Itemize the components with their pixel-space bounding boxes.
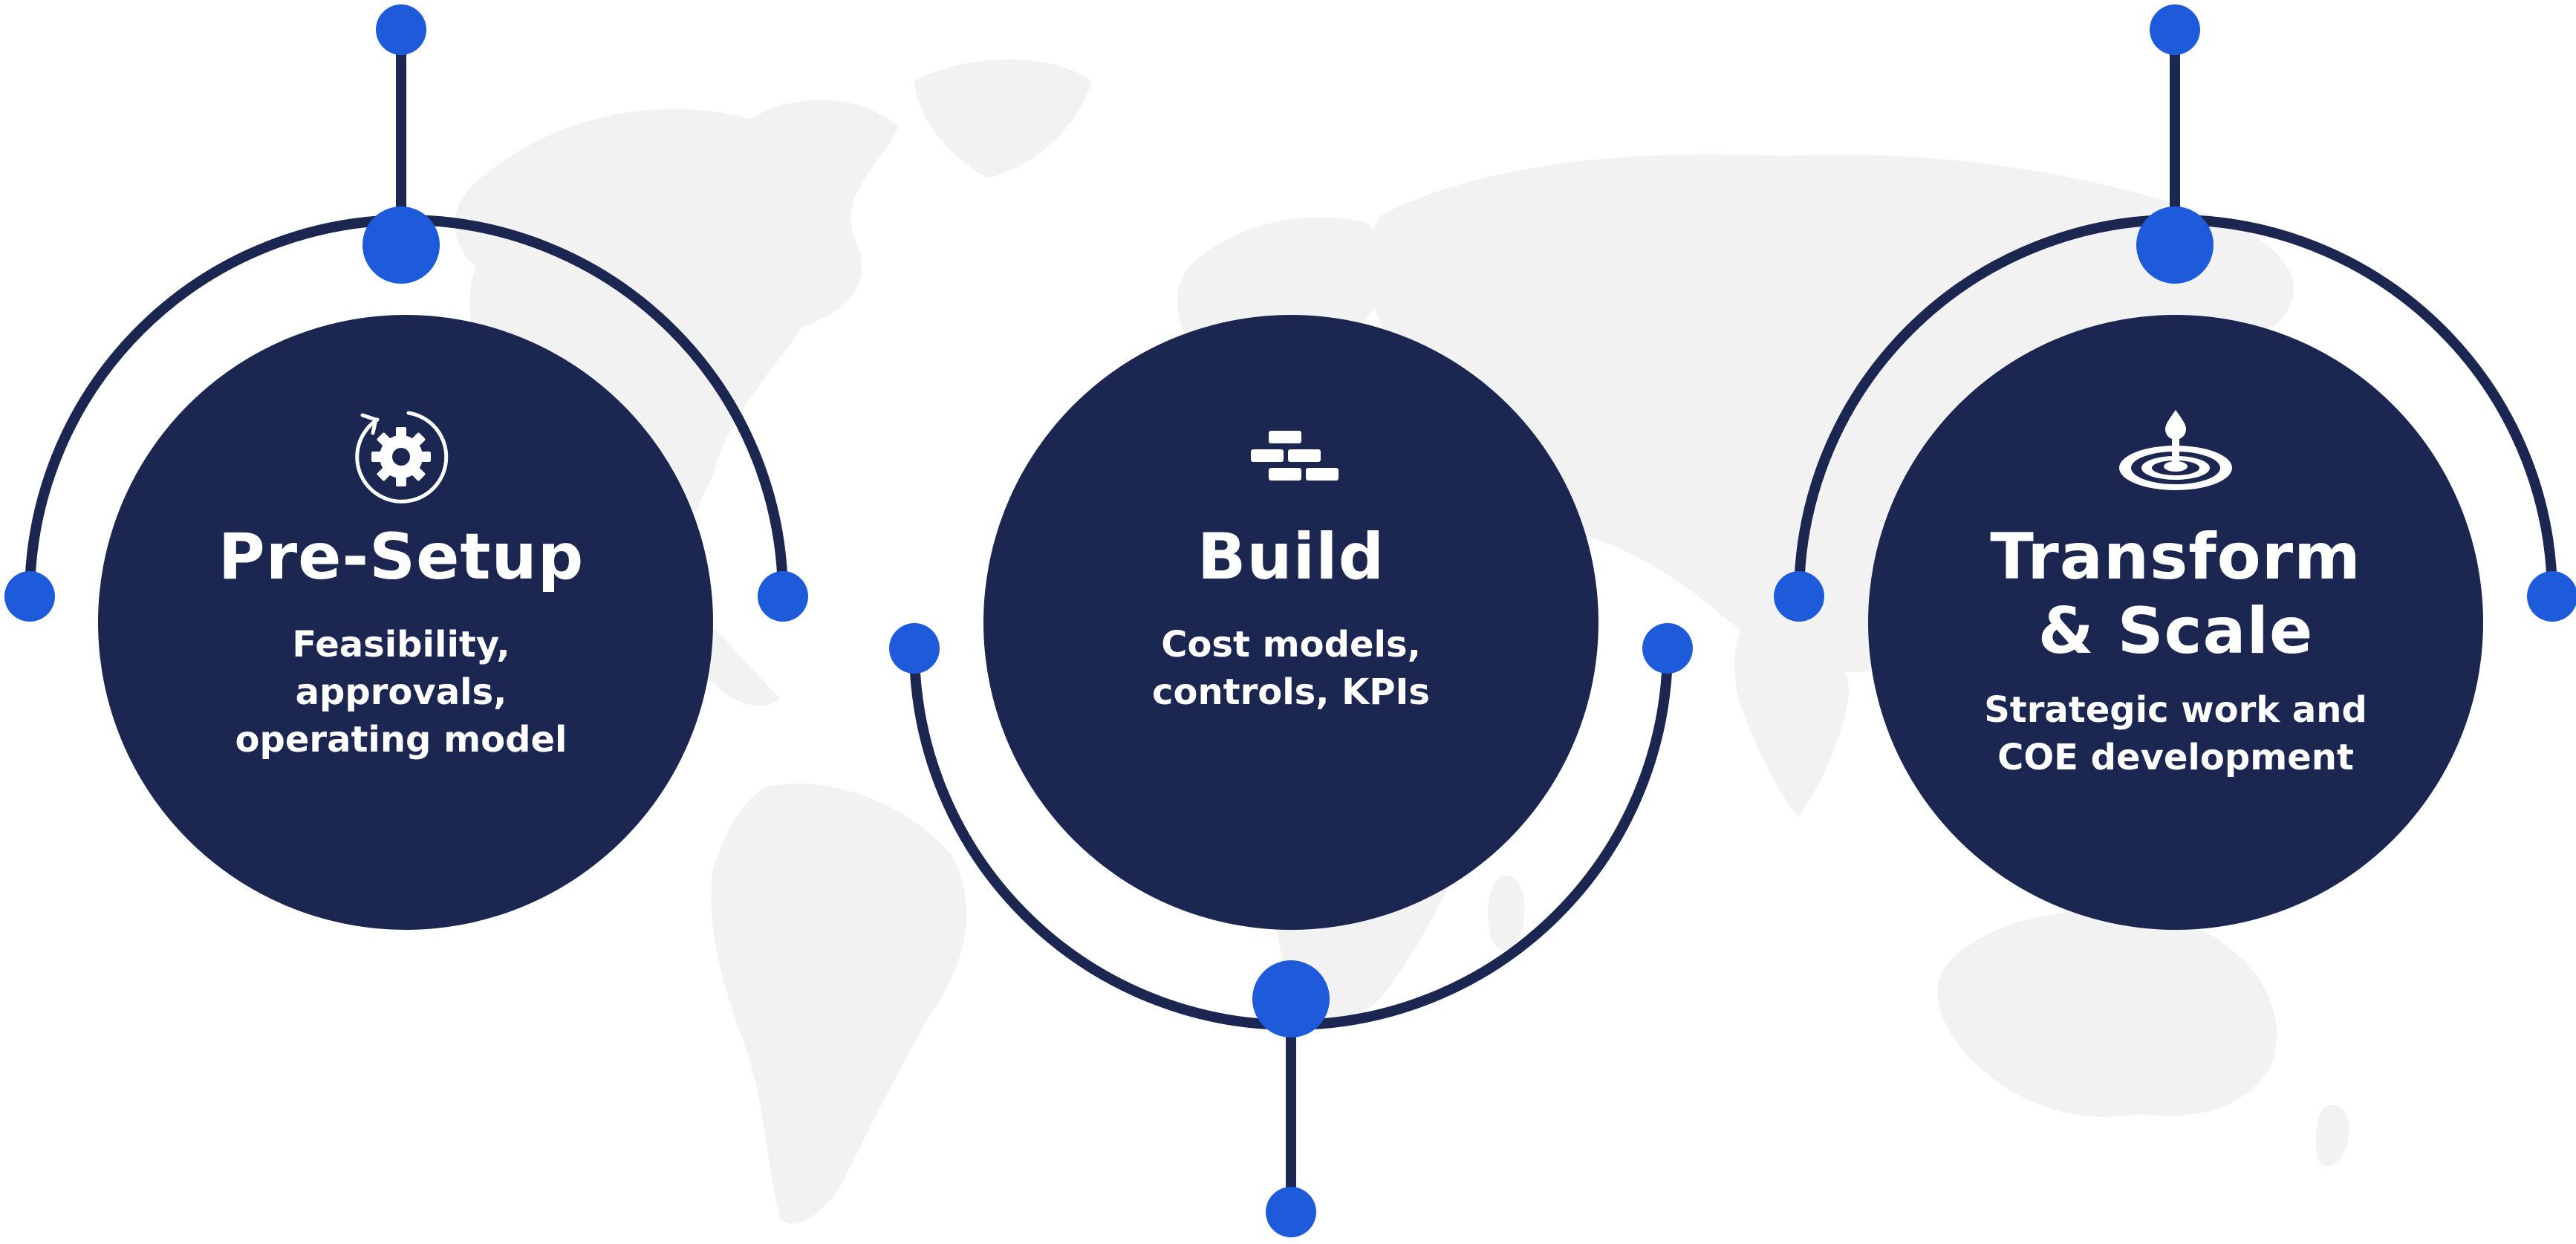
build-hub-node xyxy=(1252,960,1330,1038)
transform-hub-node xyxy=(2136,206,2214,284)
build-bottom-node xyxy=(1266,1187,1316,1237)
pre-setup-hub-node xyxy=(362,206,440,284)
transform-label-group: Transform & Scale Strategic work and COE… xyxy=(1984,520,2367,781)
build-circle xyxy=(983,315,1598,930)
transform-right-node xyxy=(2527,571,2576,622)
transform-title: Transform & Scale xyxy=(1990,520,2361,668)
water-ripple-icon xyxy=(2119,410,2232,490)
bricks-icon xyxy=(1251,431,1339,481)
build-description: Cost models, controls, KPIs xyxy=(1152,624,1430,713)
build-title: Build xyxy=(1197,520,1385,594)
build-right-node xyxy=(1642,623,1693,674)
gear-refresh-icon xyxy=(355,411,449,504)
transform-left-node xyxy=(1774,571,1824,622)
pre-setup-top-node xyxy=(376,4,426,55)
transform-top-node xyxy=(2150,4,2200,55)
build-label-group: Build Cost models, controls, KPIs xyxy=(1152,520,1430,716)
transform-circle xyxy=(1868,315,2483,930)
pre-setup-left-node xyxy=(4,571,55,622)
pre-setup-circle xyxy=(98,315,713,930)
pre-setup-title: Pre-Setup xyxy=(218,520,585,594)
pre-setup-description: Feasibility, approvals, operating model xyxy=(235,624,567,761)
transform-description: Strategic work and COE development xyxy=(1984,689,2367,778)
pre-setup-label-group: Pre-Setup Feasibility, approvals, operat… xyxy=(218,520,585,763)
pre-setup-right-node xyxy=(758,571,808,622)
build-left-node xyxy=(889,623,940,674)
